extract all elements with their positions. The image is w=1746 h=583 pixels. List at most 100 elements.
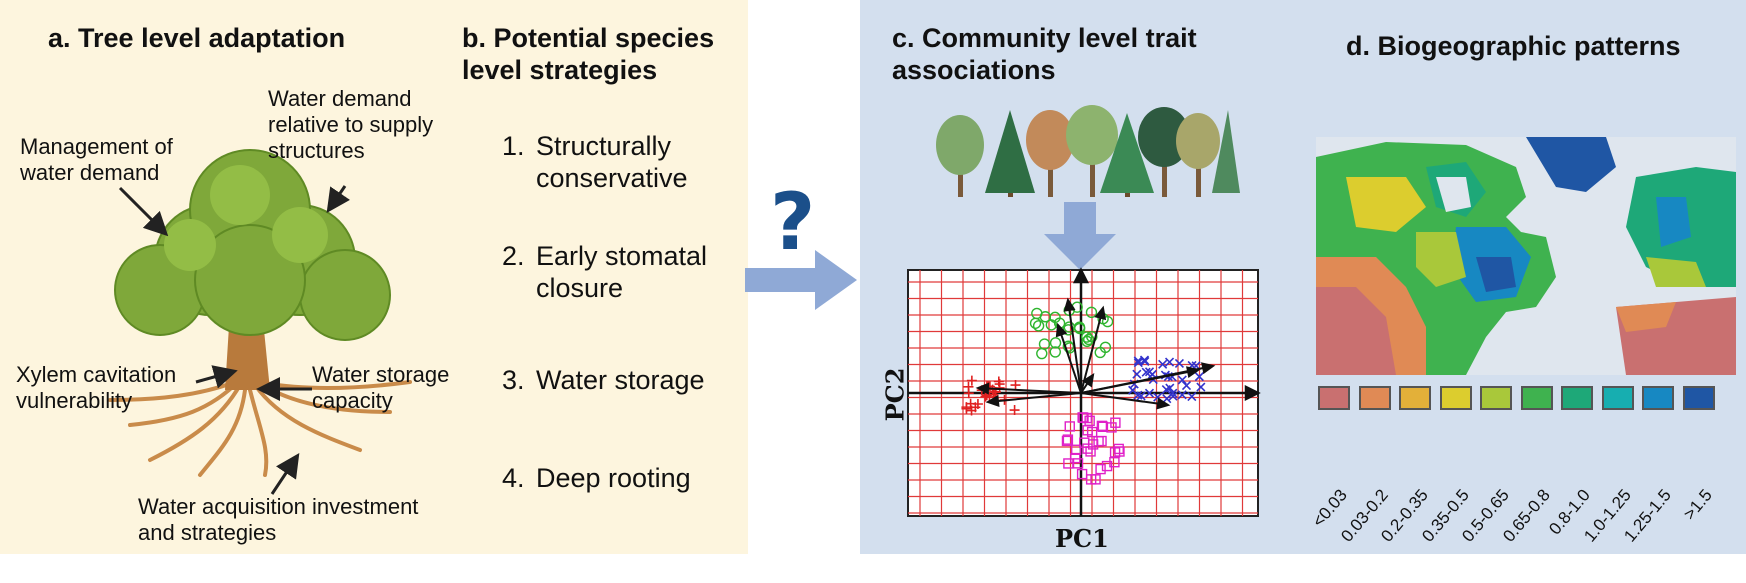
label-water-demand: Water demand relative to supply structur… bbox=[268, 86, 434, 163]
forest-illustration bbox=[936, 105, 1240, 197]
pca-marker bbox=[1109, 447, 1121, 458]
pca-marker bbox=[1099, 341, 1112, 353]
pca-vector-head bbox=[975, 382, 990, 395]
pca-plot bbox=[907, 267, 1261, 517]
pca-marker bbox=[1110, 417, 1121, 428]
legend-swatch bbox=[1682, 386, 1715, 410]
pca-marker bbox=[1144, 388, 1155, 398]
pca-marker bbox=[1165, 383, 1175, 393]
label-xylem: Xylem cavitation vulnerability bbox=[16, 362, 177, 413]
pca-marker bbox=[1079, 437, 1090, 448]
label-acquisition: Water acquisition investment and strateg… bbox=[138, 494, 419, 545]
pca-marker bbox=[1063, 458, 1074, 469]
pca-marker bbox=[1038, 338, 1051, 350]
panel-c-title: c. Community level trait associations bbox=[892, 23, 1197, 85]
pca-marker bbox=[1010, 380, 1021, 391]
pca-marker bbox=[1049, 337, 1062, 349]
pca-loading-vector bbox=[1067, 299, 1082, 394]
pca-marker bbox=[1196, 382, 1206, 392]
strategy-text: Early stomatal closure bbox=[536, 241, 708, 303]
legend-swatch bbox=[1601, 386, 1634, 410]
pca-vector-head bbox=[1156, 397, 1171, 410]
strategy-number: 3. bbox=[502, 365, 525, 395]
pca-marker bbox=[1064, 421, 1075, 432]
strategy-item-3: 3. Water storage bbox=[502, 364, 742, 396]
pca-marker bbox=[1083, 333, 1095, 346]
strategy-text: Deep rooting bbox=[536, 463, 691, 493]
pca-vector-head bbox=[1055, 322, 1068, 338]
pca-marker bbox=[1082, 425, 1093, 436]
pca-marker bbox=[966, 375, 977, 386]
pca-vector-head bbox=[1063, 297, 1076, 312]
pca-marker bbox=[980, 391, 991, 402]
pca-marker bbox=[1081, 412, 1093, 424]
legend-swatch bbox=[1439, 386, 1472, 410]
pca-loading-vector bbox=[1057, 324, 1082, 394]
panel-d-title: d. Biogeographic patterns bbox=[1346, 31, 1681, 61]
pca-marker bbox=[1139, 355, 1150, 365]
legend-swatch bbox=[1642, 386, 1674, 410]
pca-vector-head bbox=[1201, 362, 1216, 375]
pca-marker bbox=[1141, 367, 1151, 377]
pca-marker bbox=[1031, 307, 1043, 320]
pca-marker bbox=[963, 388, 974, 399]
pca-marker bbox=[1081, 331, 1093, 343]
pca-marker bbox=[1133, 358, 1143, 368]
label-storage: Water storage capacity bbox=[312, 362, 450, 413]
pca-marker bbox=[1113, 443, 1124, 455]
down-arrow-icon bbox=[1044, 202, 1116, 270]
pca-marker bbox=[1181, 381, 1192, 391]
pca-vector-head bbox=[1094, 305, 1107, 321]
pca-loading-vector bbox=[977, 387, 1082, 394]
pca-marker bbox=[1062, 434, 1074, 445]
legend-swatch bbox=[1399, 386, 1431, 410]
legend-swatch bbox=[1520, 386, 1553, 410]
panel-b-title: b. Potential species level strategies bbox=[462, 23, 715, 85]
legend-swatch bbox=[1358, 386, 1391, 410]
strategy-item-1: 1. Structurally conservative bbox=[502, 130, 732, 194]
pca-marker bbox=[1168, 391, 1178, 401]
strategy-number: 1. bbox=[502, 131, 525, 161]
pca-marker bbox=[1009, 405, 1020, 416]
pca-marker bbox=[1158, 359, 1168, 369]
pca-marker bbox=[1133, 390, 1143, 400]
pca-marker bbox=[1073, 322, 1086, 335]
pca-marker bbox=[1070, 452, 1081, 464]
pca-marker bbox=[1085, 474, 1097, 485]
pca-marker bbox=[1045, 319, 1058, 331]
label-management: Management of water demand bbox=[20, 134, 173, 185]
tree-illustration bbox=[108, 149, 412, 477]
strategy-item-2: 2. Early stomatal closure bbox=[502, 240, 732, 304]
legend-swatch bbox=[1561, 386, 1593, 410]
pca-marker bbox=[1132, 369, 1142, 379]
pca-marker bbox=[1187, 392, 1197, 402]
pca-marker bbox=[1174, 358, 1184, 369]
pca-marker bbox=[1194, 372, 1204, 382]
pca-marker bbox=[1177, 390, 1187, 400]
pca-marker bbox=[1082, 443, 1093, 454]
annotation-arrows bbox=[118, 185, 351, 495]
pca-marker bbox=[1136, 391, 1146, 401]
right-arrow-icon bbox=[745, 250, 857, 310]
pca-loading-vector bbox=[1080, 307, 1104, 394]
biogeographic-map bbox=[1316, 137, 1736, 375]
legend-swatch bbox=[1480, 386, 1512, 410]
pca-marker bbox=[1164, 357, 1175, 367]
pca-marker bbox=[1032, 320, 1045, 332]
pca-marker bbox=[1177, 375, 1187, 385]
pca-vector-head bbox=[985, 394, 1000, 407]
strategy-text: Water storage bbox=[536, 365, 705, 395]
pca-marker bbox=[1109, 456, 1120, 468]
pca-marker bbox=[1162, 394, 1172, 404]
pca-marker bbox=[1062, 340, 1075, 352]
question-mark: ? bbox=[770, 178, 816, 268]
pca-loading-vector bbox=[1080, 392, 1169, 406]
pca-marker bbox=[1061, 435, 1073, 447]
pca-marker bbox=[1085, 306, 1098, 319]
pca-xlabel: PC1 bbox=[1055, 524, 1109, 553]
pca-vector-head bbox=[1081, 372, 1095, 388]
pca-vectors bbox=[975, 297, 1216, 410]
strategy-number: 2. bbox=[502, 241, 525, 271]
pca-marker bbox=[1076, 468, 1088, 480]
strategy-item-4: 4. Deep rooting bbox=[502, 462, 732, 494]
